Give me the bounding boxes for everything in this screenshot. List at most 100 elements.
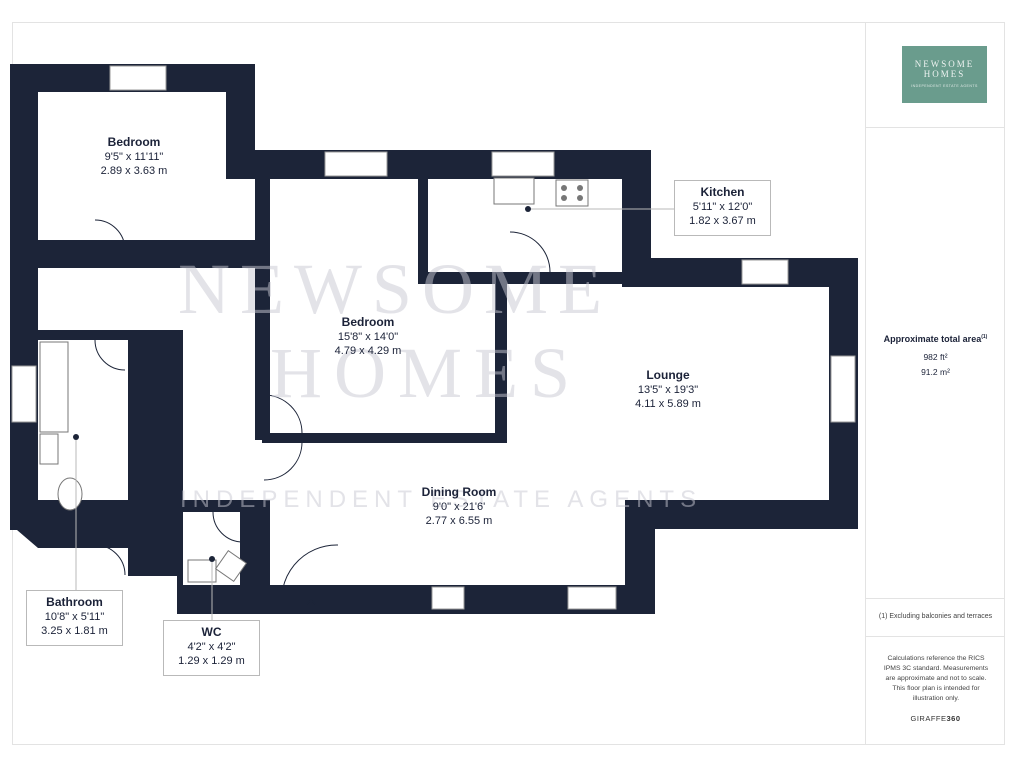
wall-hall-left (128, 330, 183, 530)
window-bed2 (324, 151, 388, 177)
room-name: Dining Room (421, 485, 497, 499)
area-sqm: 91.2 m² (921, 367, 950, 377)
room-metric: 1.29 x 1.29 m (178, 655, 245, 667)
logo-tagline: INDEPENDENT ESTATE AGENTS (911, 84, 978, 88)
doors (94, 219, 551, 613)
room-name: Bedroom (341, 315, 395, 329)
wall-bath-top (38, 330, 128, 340)
wall-kitchen-bottom (418, 272, 628, 284)
room-name: Lounge (646, 368, 690, 382)
brand-suffix: 360 (946, 714, 961, 723)
hob-ring (577, 185, 583, 191)
room-name: WC (201, 625, 222, 639)
room-imperial: 10'8" x 5'11" (44, 611, 105, 623)
wall-lounge-top (622, 258, 858, 287)
wall-bed2-right (495, 278, 507, 443)
calculation-note: Calculations reference the RICS IPMS 3C … (883, 655, 989, 702)
window-dining-1 (431, 586, 465, 610)
window-lounge-top (741, 259, 789, 285)
door-bath-out (94, 544, 126, 576)
door-bed2 (263, 394, 303, 434)
window-dining-2 (567, 586, 617, 610)
window-bed1 (109, 65, 167, 91)
room-label-kitchen: Kitchen 5'11" x 12'0" 1.82 x 3.67 m (674, 180, 771, 236)
exclusion-note: (1) Excluding balconies and terraces (878, 613, 993, 620)
window-bath (11, 365, 37, 423)
room-metric: 4.79 x 4.29 m (334, 345, 402, 357)
sidebar-divider (865, 22, 866, 745)
door-front (281, 544, 339, 613)
leader-dot-wc (209, 556, 215, 562)
wc-toilet (214, 549, 248, 583)
bathtub (39, 341, 69, 433)
room-label-wc: WC 4'2" x 4'2" 1.29 x 1.29 m (163, 620, 260, 676)
leader-lines (75, 208, 674, 622)
wall-left (10, 64, 38, 524)
door-bath (94, 339, 126, 371)
room-imperial: 13'5" x 19'3" (637, 384, 699, 396)
logo-line-1: NEWSOME (914, 59, 975, 69)
wall-kitchen-left (418, 178, 428, 278)
door-kitchen (509, 231, 551, 273)
wall-bed2-left (255, 150, 270, 440)
hob-rings (561, 185, 583, 201)
door-dining (263, 441, 303, 481)
door-bed1 (94, 219, 126, 251)
leader-dot-kitchen (525, 206, 531, 212)
walls (10, 64, 858, 614)
hob-ring (561, 185, 567, 191)
area-sqft: 982 ft² (923, 352, 948, 362)
room-imperial: 15'8" x 14'0" (337, 331, 399, 343)
kitchen-hob (555, 179, 589, 207)
room-imperial: 4'2" x 4'2" (187, 641, 236, 653)
floor-plan-drawing (10, 64, 858, 622)
window-lounge-right (830, 355, 856, 423)
wall-bed1-bottom (38, 240, 255, 268)
entrance-arrow-icon (305, 599, 317, 610)
logo-line-2: HOMES (923, 69, 966, 79)
wall-top-middle (226, 150, 651, 179)
area-footnote-marker: (1) (981, 334, 988, 340)
wall-bed2-bottom (262, 433, 502, 443)
brand-prefix: GIRAFFE (910, 714, 947, 723)
hob-ring (577, 195, 583, 201)
sidebar-divider-top (866, 127, 1005, 128)
wc-basin (187, 559, 217, 583)
kitchen-sink (493, 177, 535, 205)
room-metric: 4.11 x 5.89 m (635, 398, 701, 410)
giraffe360-brand: GIRAFFE360 (866, 714, 1005, 723)
wall-lounge-bottom (625, 500, 858, 529)
basin (39, 433, 59, 465)
sidebar-divider-low (866, 636, 1005, 637)
room-metric: 2.89 x 3.63 m (100, 165, 168, 177)
room-metric: 2.77 x 6.55 m (425, 515, 493, 527)
sidebar-divider-mid (866, 598, 1005, 599)
leader-dot-bathroom (73, 434, 79, 440)
room-imperial: 9'5" x 11'11" (104, 151, 164, 163)
hob-ring (561, 195, 567, 201)
toilet (57, 477, 83, 511)
room-imperial: 5'11" x 12'0" (692, 201, 753, 213)
room-label-bathroom: Bathroom 10'8" x 5'11" 3.25 x 1.81 m (26, 590, 123, 646)
room-label-bedroom-2: Bedroom 15'8" x 14'0" 4.79 x 4.29 m (318, 314, 418, 358)
wall-wc-left (177, 500, 183, 614)
room-label-dining-room: Dining Room 9'0" x 21'6' 2.77 x 6.55 m (404, 484, 514, 528)
approx-area-heading: Approximate total area(1) (866, 334, 1005, 344)
room-metric: 1.82 x 3.67 m (689, 215, 756, 227)
room-name: Kitchen (700, 185, 745, 199)
room-imperial: 9'0" x 21'6' (432, 501, 486, 513)
fixtures (39, 177, 589, 583)
agency-logo: NEWSOME HOMES INDEPENDENT ESTATE AGENTS (902, 46, 987, 103)
wall-wc-right (240, 500, 270, 614)
wall-wc-top (183, 500, 248, 512)
wall-hall-bottom-left (128, 530, 177, 576)
wall-bath-bottom-2 (38, 530, 128, 548)
windows (11, 65, 856, 610)
room-name: Bathroom (46, 595, 103, 609)
door-wc (212, 511, 244, 543)
room-metric: 3.25 x 1.81 m (41, 625, 108, 637)
room-label-bedroom-1: Bedroom 9'5" x 11'11" 2.89 x 3.63 m (84, 134, 184, 178)
room-name: Bedroom (107, 135, 161, 149)
window-kitchen (491, 151, 555, 177)
